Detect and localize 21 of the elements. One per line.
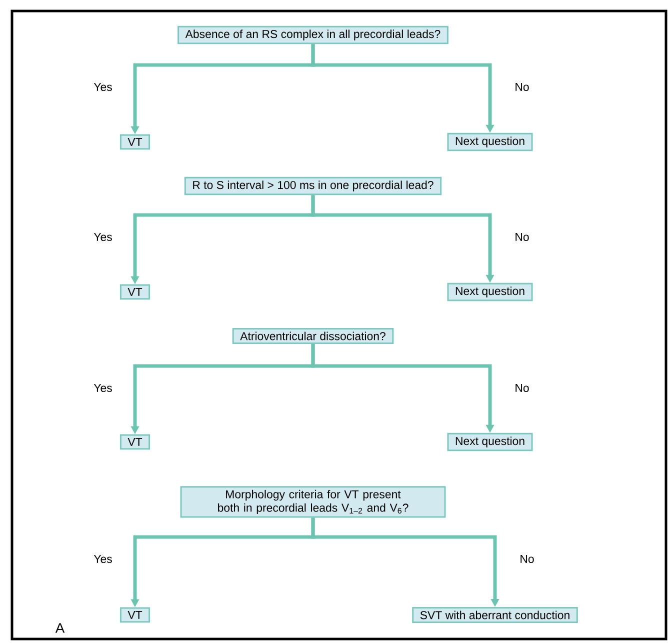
question-box: Absence of an RS complex in all precordial leads? (178, 26, 448, 44)
edge-label: Yes (94, 384, 112, 392)
result-box: Next question (447, 432, 533, 452)
result-box: VT (120, 134, 150, 150)
edge-label: No (516, 384, 529, 392)
edge-label: Yes (94, 83, 112, 91)
question-box: Morphology criteria for VT present both in precordial leads V$_{1–2}$ and V$_{6}$? (180, 486, 446, 518)
edge-label: No (516, 233, 529, 241)
result-box: SVT with aberrant conduction (412, 607, 578, 623)
result-box: Next question (447, 132, 533, 152)
result-box: VT (120, 434, 150, 450)
edge-label: No (516, 83, 529, 91)
edge-label: No (520, 555, 534, 563)
result-box: VT (120, 284, 150, 300)
panel-letter: A (55, 623, 65, 633)
result-box: VT (120, 607, 150, 623)
result-box: Next question (447, 282, 533, 302)
edge-label: Yes (94, 555, 112, 563)
edge-label: Yes (94, 233, 112, 241)
question-box: R to S interval > 100 ms in one precordial lead? (184, 176, 442, 196)
question-box: Atrioventricular dissociation? (232, 328, 394, 344)
